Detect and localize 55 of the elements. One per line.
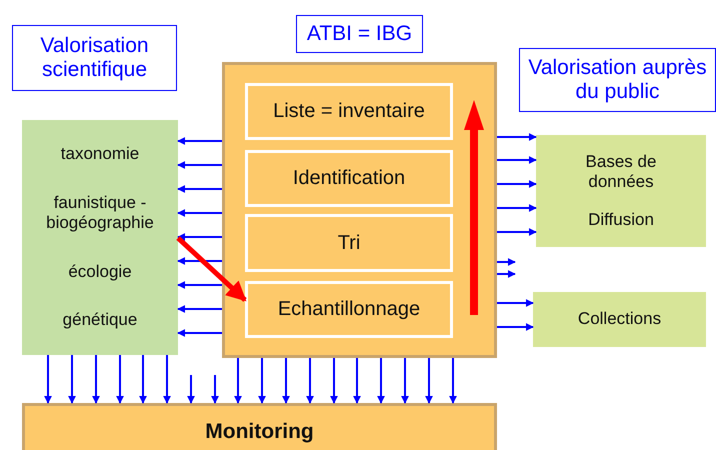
arrow (497, 180, 537, 188)
arrow (258, 358, 266, 404)
topic-label: génétique (62, 310, 138, 331)
step-box: Tri (245, 214, 453, 272)
arrow (377, 358, 385, 404)
arrow (177, 137, 222, 145)
output-label: Diffusion (588, 210, 654, 230)
topic-label: taxonomie (60, 144, 140, 165)
arrow (187, 375, 195, 404)
arrow (425, 358, 433, 404)
arrow (282, 358, 290, 404)
arrow (177, 161, 222, 169)
step-box: Liste = inventaire (245, 83, 453, 140)
arrow (177, 281, 222, 289)
arrow (177, 329, 222, 337)
arrow (497, 204, 537, 212)
arrow (177, 257, 222, 265)
arrow (497, 133, 537, 141)
heading-box: Valorisation auprès du public (519, 48, 716, 112)
arrow (92, 355, 100, 404)
arrow (176, 236, 247, 302)
arrow (497, 299, 534, 307)
step-box: Identification (245, 150, 453, 207)
arrow (177, 233, 222, 241)
arrow (234, 358, 242, 404)
output-box (533, 292, 706, 347)
arrow (401, 358, 409, 404)
step-box: Echantillonnage (245, 281, 453, 338)
output-label: Bases de données (584, 152, 658, 192)
arrow (449, 358, 457, 404)
arrow (177, 185, 222, 193)
arrow (306, 358, 314, 404)
arrow (177, 209, 222, 217)
arrow (211, 375, 219, 404)
monitoring-bar: Monitoring (22, 403, 497, 450)
arrow (497, 228, 537, 236)
arrow (68, 355, 76, 404)
arrow (497, 258, 516, 266)
arrow (139, 355, 147, 404)
arrow (177, 305, 222, 313)
arrow (497, 270, 516, 278)
output-box (536, 135, 706, 247)
topic-label: écologie (68, 262, 132, 282)
topic-panel (22, 120, 178, 355)
arrow (353, 358, 361, 404)
arrow (44, 355, 52, 404)
arrow (330, 358, 338, 404)
arrow (116, 355, 124, 404)
output-label: Collections (578, 309, 662, 330)
heading-box: ATBI = IBG (296, 15, 424, 53)
heading-box: Valorisation scientifique (12, 25, 177, 91)
arrow (497, 156, 537, 164)
arrow (497, 323, 534, 331)
arrow (163, 355, 171, 404)
topic-label: faunistique - biogéographie (45, 192, 155, 234)
